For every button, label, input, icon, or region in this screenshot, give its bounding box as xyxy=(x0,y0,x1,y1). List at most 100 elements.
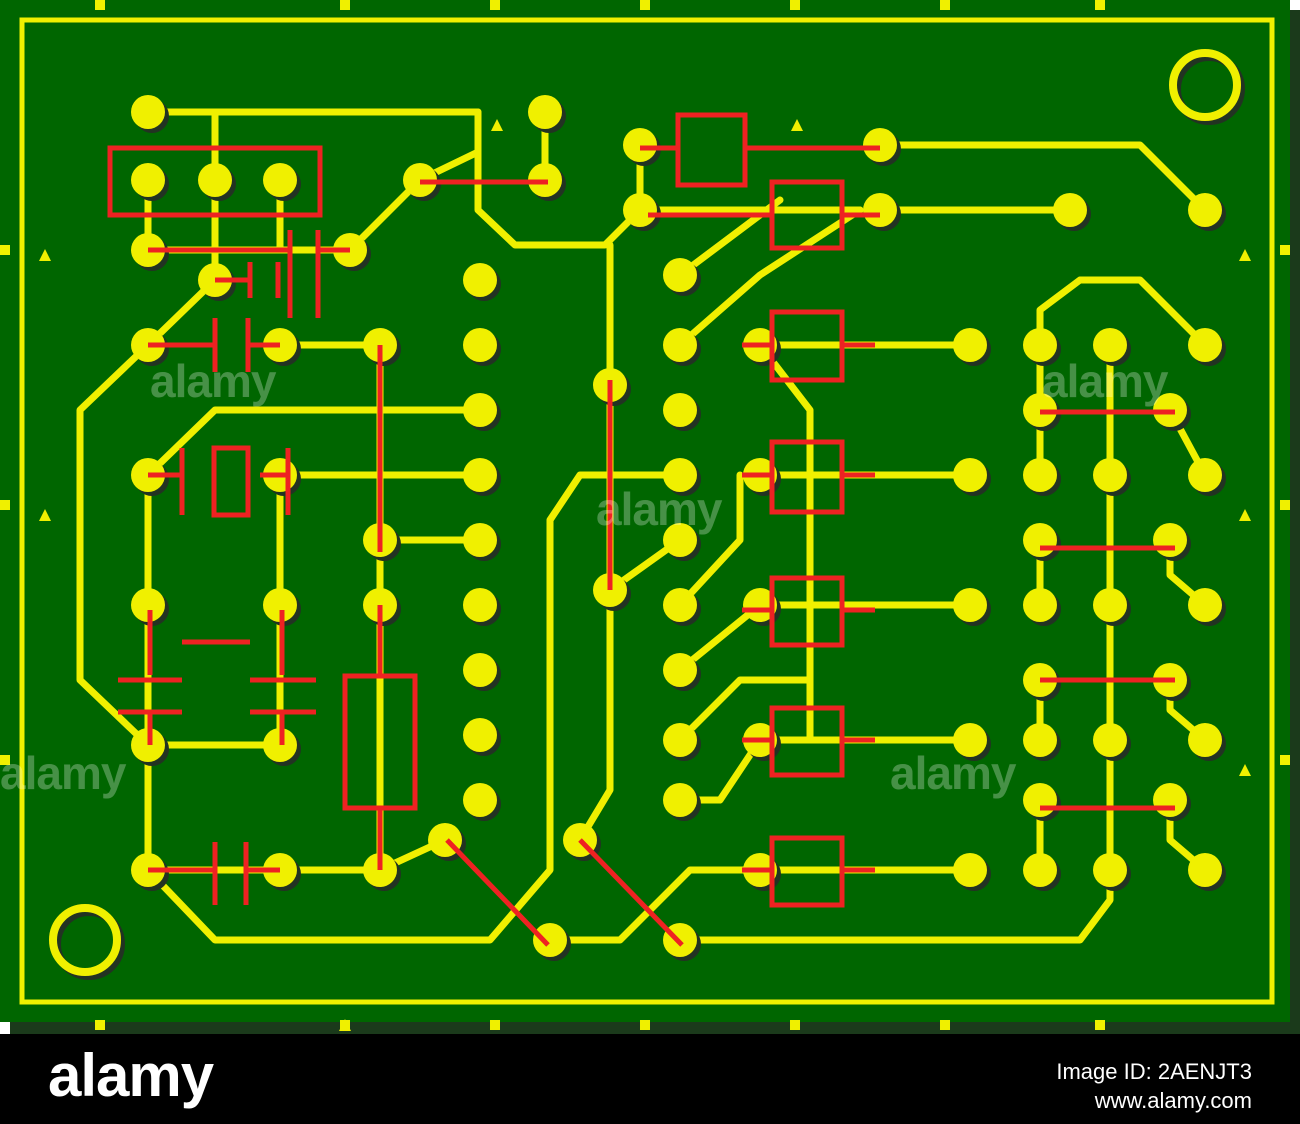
solder-pad xyxy=(863,193,897,227)
tab-mark-triangle xyxy=(39,249,51,261)
solder-pad xyxy=(1153,523,1187,557)
tab-mark-triangle xyxy=(39,509,51,521)
solder-pad xyxy=(1188,853,1222,887)
solder-pad xyxy=(663,523,697,557)
copper-trace xyxy=(576,596,614,844)
silkscreen-outlines xyxy=(107,112,1175,947)
solder-pad xyxy=(863,128,897,162)
solder-pad xyxy=(1093,588,1127,622)
solder-pad xyxy=(1188,193,1222,227)
solder-pad xyxy=(1023,458,1057,492)
copper-trace xyxy=(676,471,744,609)
solder-pad xyxy=(463,653,497,687)
pcb-board-svg xyxy=(0,0,1300,1034)
solder-pad xyxy=(533,923,567,957)
stock-footer xyxy=(0,1034,1300,1124)
tab-mark-right xyxy=(1280,755,1290,765)
solder-pad xyxy=(663,458,697,492)
silkscreen-line xyxy=(578,838,684,947)
silkscreen-line xyxy=(769,575,845,648)
tab-mark-triangle xyxy=(1239,509,1251,521)
solder-pad xyxy=(663,258,697,292)
solder-pad xyxy=(463,588,497,622)
site-url-text: www.alamy.com xyxy=(1094,1087,1252,1113)
tab-mark-triangle xyxy=(491,119,503,131)
solder-pad xyxy=(131,95,165,129)
mounting-hole xyxy=(49,904,121,976)
copper-trace xyxy=(876,141,1209,214)
copper-trace xyxy=(1036,276,1209,349)
silkscreen-line xyxy=(342,673,418,811)
solder-pad xyxy=(953,723,987,757)
solder-pad xyxy=(623,193,657,227)
footer-image-id: Image ID: 2AENJT3 www.alamy.com xyxy=(1056,1058,1252,1115)
solder-pad xyxy=(663,328,697,362)
board-outline-trace xyxy=(19,17,1275,1005)
copper-trace xyxy=(76,276,219,749)
solder-pad xyxy=(953,458,987,492)
silkscreen-line xyxy=(211,445,251,518)
footer-logo: alamy xyxy=(48,1042,214,1109)
solder-pad xyxy=(663,723,697,757)
solder-pad xyxy=(198,163,232,197)
silkscreen-line xyxy=(769,179,845,251)
tab-mark-bottom xyxy=(640,1020,650,1030)
tab-mark-left xyxy=(0,755,10,765)
solder-pad xyxy=(1188,458,1222,492)
tab-mark-top xyxy=(1095,0,1105,10)
silkscreen-line xyxy=(107,145,323,218)
tab-mark-top xyxy=(640,0,650,10)
solder-pad xyxy=(1023,588,1057,622)
edge-tab-marks xyxy=(0,0,1290,1031)
copper-trace xyxy=(474,108,644,249)
copper-trace xyxy=(144,406,484,479)
solder-pad xyxy=(463,458,497,492)
silkscreen-line xyxy=(445,838,550,947)
solder-pad xyxy=(463,393,497,427)
solder-pad xyxy=(1093,723,1127,757)
tab-mark-left xyxy=(0,500,10,510)
copper-trace xyxy=(676,206,864,349)
solder-pad xyxy=(623,128,657,162)
silkscreen-line xyxy=(769,439,845,515)
silkscreen-line xyxy=(769,705,845,778)
tab-mark-triangle xyxy=(1239,249,1251,261)
copper-trace xyxy=(676,601,764,674)
copper-trace xyxy=(144,471,684,944)
mounting-hole xyxy=(1169,49,1241,121)
tab-mark-bottom xyxy=(790,1020,800,1030)
silkscreen-line xyxy=(769,309,845,383)
tab-mark-bottom xyxy=(95,1020,105,1030)
image-id-text: Image ID: 2AENJT3 xyxy=(1056,1059,1252,1084)
solder-pad xyxy=(1023,328,1057,362)
solder-pad xyxy=(463,328,497,362)
tab-mark-top xyxy=(790,0,800,10)
tab-mark-top xyxy=(340,0,350,10)
solder-pad xyxy=(663,653,697,687)
silkscreen-line xyxy=(769,835,845,908)
tab-mark-right xyxy=(1280,245,1290,255)
tab-mark-left xyxy=(0,245,10,255)
solder-pad xyxy=(131,163,165,197)
solder-pad xyxy=(263,588,297,622)
tab-mark-right xyxy=(1280,500,1290,510)
solder-pad xyxy=(1093,458,1127,492)
tab-mark-bottom xyxy=(940,1020,950,1030)
solder-pad xyxy=(953,588,987,622)
silkscreen-line xyxy=(675,112,748,188)
solder-pad xyxy=(663,588,697,622)
tab-mark-top xyxy=(490,0,500,10)
solder-pad xyxy=(463,263,497,297)
copper-trace xyxy=(546,866,764,944)
tab-mark-triangle xyxy=(339,1019,351,1031)
solder-pad xyxy=(1023,723,1057,757)
tab-mark-top xyxy=(940,0,950,10)
tab-mark-top xyxy=(95,0,105,10)
solder-pad xyxy=(1023,523,1057,557)
solder-pad xyxy=(953,328,987,362)
solder-pad xyxy=(1188,588,1222,622)
tab-mark-bottom xyxy=(490,1020,500,1030)
tab-mark-bottom xyxy=(1095,1020,1105,1030)
solder-pad xyxy=(743,588,777,622)
